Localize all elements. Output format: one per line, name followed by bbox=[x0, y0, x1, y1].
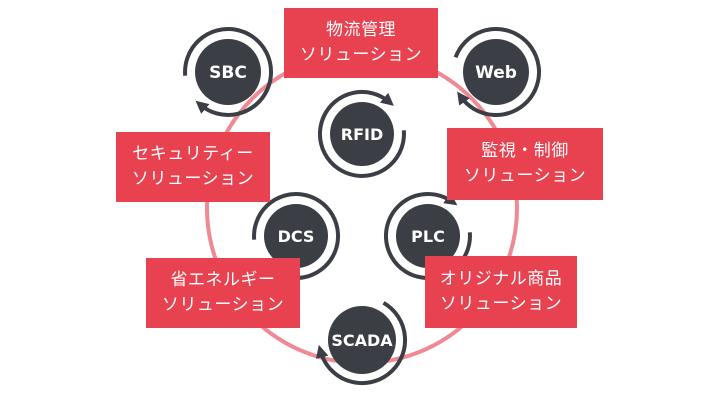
solution-subtitle: ソリューション bbox=[161, 295, 285, 315]
node-circle bbox=[264, 204, 328, 268]
solution-box-security: セキュリティー ソリューション bbox=[116, 132, 270, 202]
node-label: PLC bbox=[411, 227, 445, 246]
solution-subtitle: ソリューション bbox=[463, 166, 587, 186]
solution-title: 監視・制御 bbox=[481, 141, 569, 161]
solution-subtitle: ソリューション bbox=[299, 45, 423, 65]
node-label: SCADA bbox=[331, 331, 393, 350]
solution-subtitle: ソリューション bbox=[439, 294, 563, 314]
solution-box-energy: 省エネルギー ソリューション bbox=[146, 258, 300, 328]
cycle-arrow-icon bbox=[252, 192, 340, 281]
node-sbc: SBC bbox=[183, 26, 274, 117]
node-circle bbox=[330, 102, 394, 166]
solution-title: セキュリティー bbox=[132, 144, 254, 164]
solution-box-monitoring: 監視・制御 ソリューション bbox=[447, 128, 603, 200]
node-circle bbox=[328, 306, 396, 374]
node-dcs: DCS bbox=[252, 192, 340, 281]
cycle-arrow-icon bbox=[453, 27, 542, 117]
node-circle bbox=[463, 39, 529, 105]
node-web: Web bbox=[453, 27, 542, 117]
node-label: SBC bbox=[209, 63, 247, 83]
cycle-arrow-icon bbox=[183, 26, 274, 117]
node-label: Web bbox=[475, 63, 517, 83]
solution-title: オリジナル商品 bbox=[439, 269, 563, 289]
node-circle bbox=[396, 204, 460, 268]
node-label: DCS bbox=[278, 227, 315, 246]
solution-subtitle: ソリューション bbox=[131, 169, 255, 189]
cycle-arrow-icon bbox=[317, 90, 406, 178]
node-scada: SCADA bbox=[315, 301, 408, 386]
node-rfid: RFID bbox=[317, 90, 406, 178]
solution-title: 物流管理 bbox=[326, 20, 396, 40]
node-circle bbox=[195, 39, 261, 105]
cycle-arrow-icon bbox=[315, 301, 408, 386]
solution-box-original: オリジナル商品 ソリューション bbox=[425, 256, 577, 328]
solution-title: 省エネルギー bbox=[170, 270, 276, 290]
node-label: RFID bbox=[341, 125, 383, 144]
solution-box-logistics: 物流管理 ソリューション bbox=[284, 8, 438, 78]
